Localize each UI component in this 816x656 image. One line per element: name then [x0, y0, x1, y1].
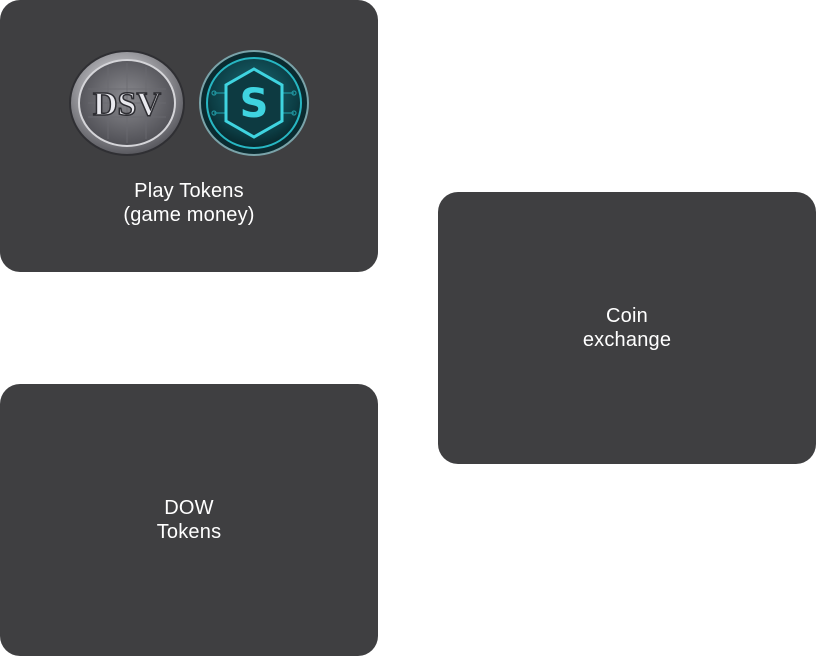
dow-tokens-line2: Tokens — [156, 521, 222, 543]
coin-exchange-line2: exchange — [582, 329, 672, 351]
play-tokens-card[interactable]: DSV S — [0, 0, 378, 272]
dow-tokens-label: DOW Tokens — [157, 496, 222, 544]
token-coins: DSV S — [68, 49, 310, 157]
play-tokens-label: Play Tokens (game money) — [123, 179, 254, 227]
dow-tokens-line1: DOW — [164, 497, 214, 519]
coin-exchange-card[interactable]: Coin exchange — [438, 192, 816, 464]
dow-tokens-card[interactable]: DOW Tokens — [0, 384, 378, 656]
play-tokens-subtitle: (game money) — [123, 204, 255, 226]
svg-text:S: S — [240, 81, 269, 127]
coin-exchange-line1: Coin — [606, 305, 648, 327]
play-tokens-title: Play Tokens — [134, 180, 244, 202]
s-coin-icon: S — [198, 49, 310, 157]
svg-text:DSV: DSV — [93, 86, 161, 123]
coin-exchange-label: Coin exchange — [583, 304, 671, 352]
dsv-coin-icon: DSV — [68, 49, 186, 157]
